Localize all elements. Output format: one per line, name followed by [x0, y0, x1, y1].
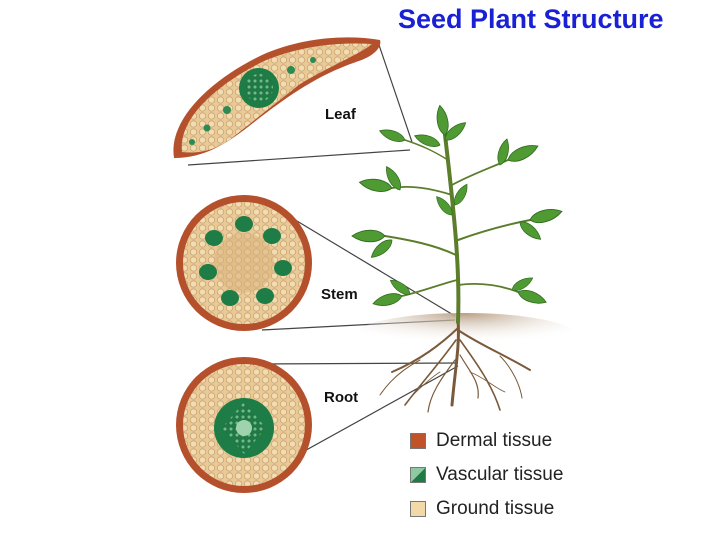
stem-vascular-bundles [199, 216, 292, 306]
vascular-tissue-swatch [410, 467, 426, 483]
tissue-legend: Dermal tissue Vascular tissue Ground tis… [410, 424, 563, 526]
legend-label: Vascular tissue [436, 464, 564, 485]
root-label: Root [324, 389, 359, 406]
stem-cross-section [176, 195, 312, 331]
leaf-label: Leaf [325, 106, 356, 123]
stem-label: Stem [321, 286, 358, 303]
legend-item-vascular: Vascular tissue [410, 458, 563, 492]
legend-item-ground: Ground tissue [410, 492, 563, 526]
root-cross-section [176, 357, 312, 493]
legend-label: Dermal tissue [436, 430, 553, 451]
page-title: Seed Plant Structure [398, 4, 664, 34]
plant-roots [379, 318, 531, 413]
ground-tissue-swatch [410, 501, 426, 517]
dermal-tissue-swatch [410, 433, 426, 449]
legend-item-dermal: Dermal tissue [410, 424, 563, 458]
leaf-cross-section [173, 37, 381, 158]
legend-label: Ground tissue [436, 498, 555, 519]
